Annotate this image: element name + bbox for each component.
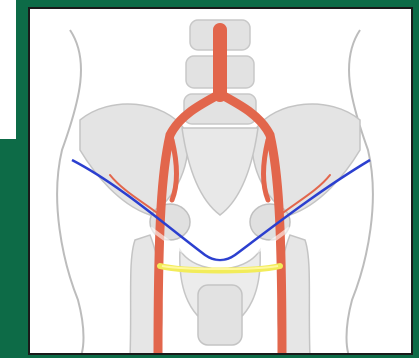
sacrum bbox=[182, 128, 258, 215]
body-outline-left bbox=[57, 30, 83, 358]
body-outline-right bbox=[347, 30, 373, 358]
pubic-block bbox=[198, 285, 242, 345]
